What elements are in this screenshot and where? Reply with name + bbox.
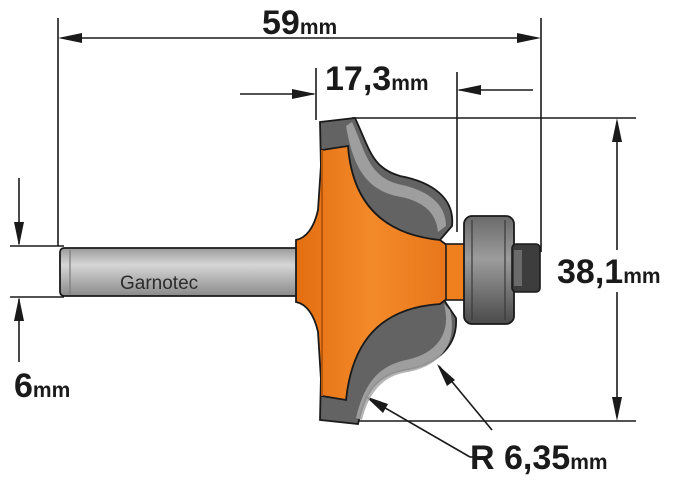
shank-diameter-label: 6mm xyxy=(14,367,70,405)
dimension-radius-leaders xyxy=(365,364,493,458)
cutting-diameter-label: 38,1mm xyxy=(557,253,661,291)
dimension-cutting-diameter xyxy=(352,117,636,422)
arrow-up-icon xyxy=(14,297,24,321)
arrow-down-icon xyxy=(14,222,24,246)
arrow-up-left-icon xyxy=(365,396,388,413)
arrow-right-icon xyxy=(292,89,316,99)
cutting-length-label: 17,3mm xyxy=(325,60,429,98)
arrow-left-icon xyxy=(58,33,82,43)
radius-label: R 6,35mm xyxy=(470,439,608,477)
arrow-up-icon xyxy=(612,118,622,142)
arrow-right-icon xyxy=(517,33,541,43)
dimension-overall-length xyxy=(57,18,542,252)
dimension-shank-diameter xyxy=(10,178,64,362)
dimension-cutting-length xyxy=(240,68,533,232)
overall-length-label: 59mm xyxy=(262,4,337,42)
router-bit xyxy=(59,117,541,425)
arrow-down-icon xyxy=(612,397,622,421)
arrow-left-icon xyxy=(457,85,481,95)
arrow-up-left-icon xyxy=(437,364,455,386)
brand-label: Garnotec xyxy=(120,273,198,294)
spindle xyxy=(445,243,467,301)
